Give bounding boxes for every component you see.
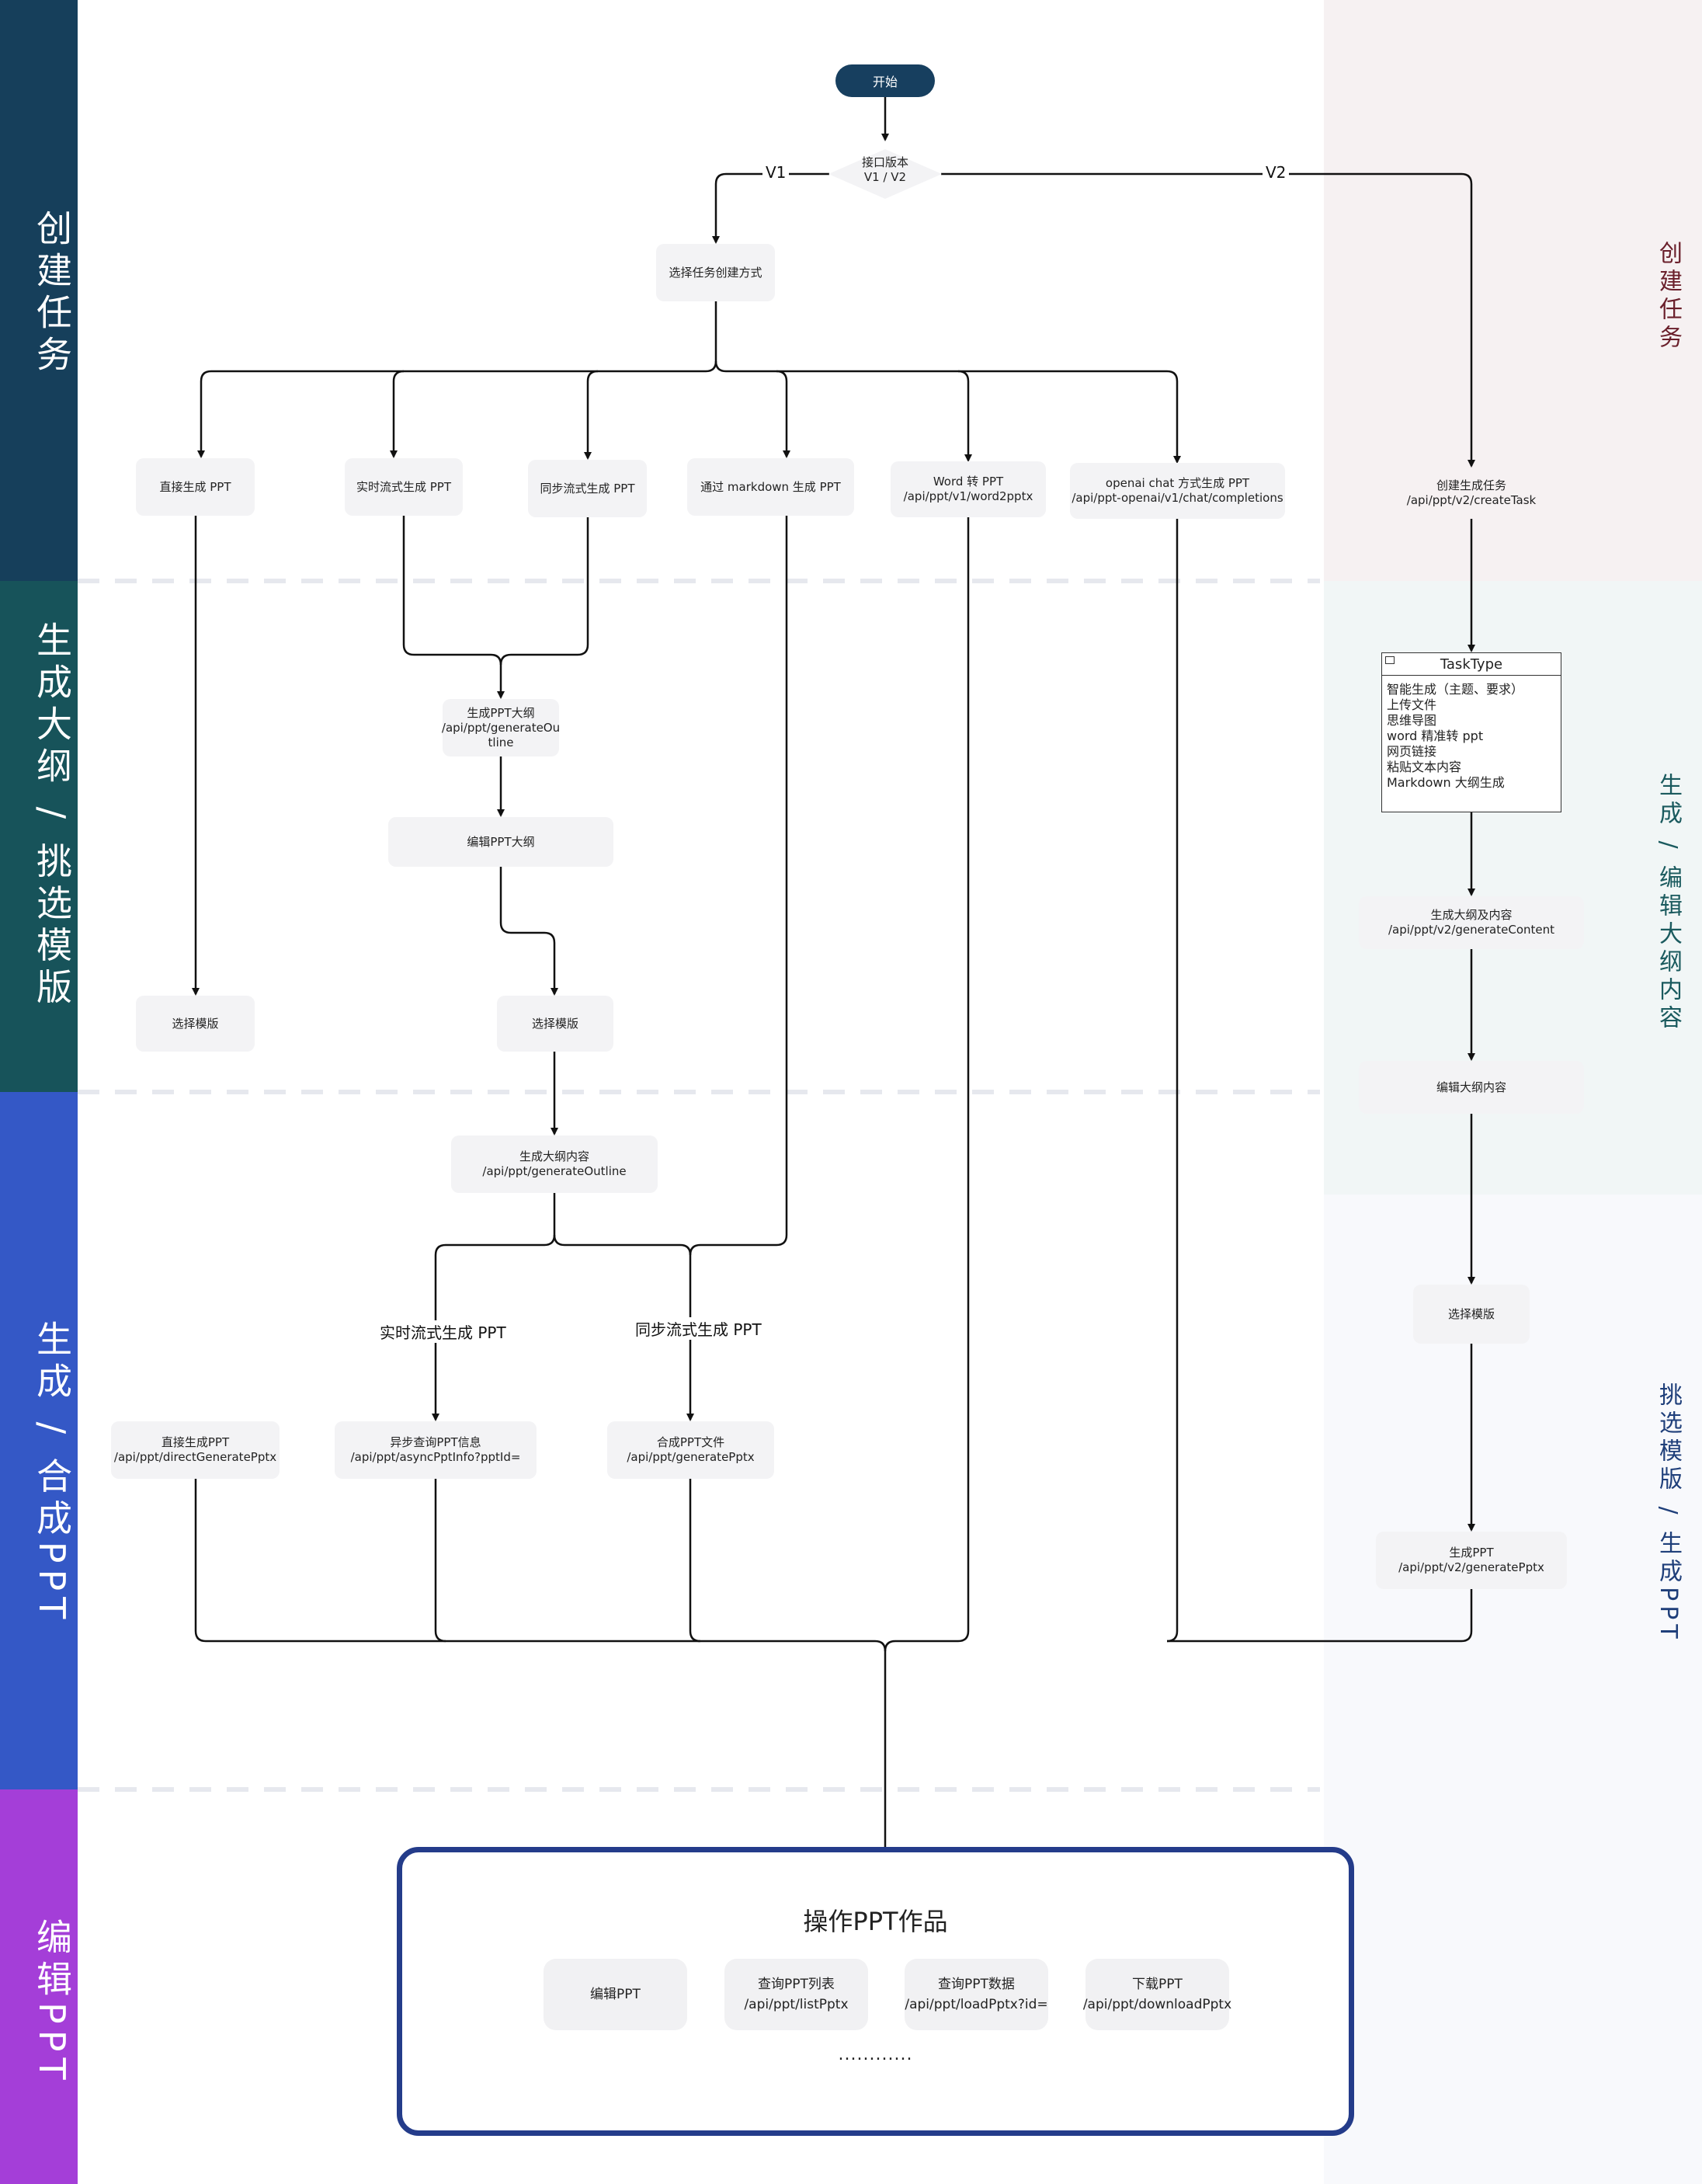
create-task-node: 创建生成任务 /api/ppt/v2/createTask [1398,468,1545,519]
edit-content-node: 编辑大纲内容 [1359,1061,1584,1114]
choose-method-label: 选择任务创建方式 [669,265,762,280]
realtime-node: 实时流式生成 PPT [345,458,463,516]
tasktype-item: word 精准转 ppt [1387,729,1484,743]
template-right-node: 选择模版 [1413,1285,1530,1344]
tasktype-item: 上传文件 [1387,697,1437,712]
edge-label-v1: V1 [762,163,790,182]
template-mid-label: 选择模版 [531,1016,578,1031]
generate-ppt-v2-line1: 生成PPT [1449,1546,1494,1560]
edit-content-label: 编辑大纲内容 [1436,1080,1506,1094]
choose-method-node: 选择任务创建方式 [656,244,775,301]
right-section-template [1324,1195,1702,2184]
edit-ppt-button[interactable]: 编辑PPT [544,1959,687,2030]
lane-label-generate-ppt: 生成 / 合成PPT [31,1320,73,1626]
lane-create-task [0,0,78,581]
generate-ppt-v2-line2: /api/ppt/v2/generatePptx [1398,1560,1544,1574]
create-task-line2: /api/ppt/v2/createTask [1406,493,1537,507]
tasktype-item: 网页链接 [1387,744,1437,759]
template-right-label: 选择模版 [1447,1306,1495,1321]
markdown-node: 通过 markdown 生成 PPT [687,458,854,516]
tasktype-item: 思维导图 [1387,713,1437,728]
async-query-line1: 异步查询PPT信息 [390,1435,481,1449]
markdown-label: 通过 markdown 生成 PPT [700,479,841,494]
outline-content-node: 生成大纲内容 /api/ppt/generateOutline [451,1135,658,1193]
async-query-node: 异步查询PPT信息 /api/ppt/asyncPptInfo?pptId= [335,1421,537,1479]
download-ppt-button[interactable]: 下载PPT /api/ppt/downloadPptx [1082,1959,1232,2030]
ops-container: 操作PPT作品 编辑PPT 查询PPT列表 /api/ppt/listPptx … [397,1847,1354,2136]
edit-outline-node: 编辑PPT大纲 [388,817,613,867]
list-ppt-line1: 查询PPT列表 [758,1977,835,1992]
right-label-outline: 生成 / 编辑大纲内容 [1655,773,1682,1034]
generate-outline-line3: tline [488,735,514,749]
lane-label-outline-template: 生成大纲 / 挑选模版 [31,621,73,1010]
word-line2: /api/ppt/v1/word2pptx [903,489,1033,503]
direct-generate-node: 直接生成PPT /api/ppt/directGeneratePptx [111,1421,280,1479]
tasktype-item: 粘贴文本内容 [1387,760,1462,774]
decision-diamond [828,149,942,199]
generate-outline-line2: /api/ppt/generateOu [441,720,561,735]
generate-ppt-v2-node: 生成PPT /api/ppt/v2/generatePptx [1376,1532,1567,1589]
tasktype-header: – TaskType [1382,653,1561,676]
edit-ppt-label: 编辑PPT [590,1987,641,2002]
direct-generate-line1: 直接生成PPT [161,1435,230,1449]
compose-line2: /api/ppt/generatePptx [627,1450,755,1464]
sync-label: 同步流式生成 PPT [540,481,635,496]
load-ppt-line2: /api/ppt/loadPptx?id= [905,1997,1048,2012]
load-ppt-line1: 查询PPT数据 [938,1977,1015,1992]
template-left-label: 选择模版 [172,1016,219,1031]
openai-line2: /api/ppt-openai/v1/chat/completions [1072,491,1283,505]
generate-content-v2-node: 生成大纲及内容 /api/ppt/v2/generateContent [1359,896,1584,949]
word-node: Word 转 PPT /api/ppt/v1/word2pptx [891,461,1046,517]
lane-edit-ppt [0,1789,78,2184]
compose-node: 合成PPT文件 /api/ppt/generatePptx [607,1421,774,1479]
lane-outline-template [0,581,78,1092]
generate-outline-node: 生成PPT大纲 /api/ppt/generateOu tline [441,699,561,756]
tasktype-box: – TaskType 智能生成（主题、要求） 上传文件 思维导图 word 精准… [1381,652,1561,812]
tasktype-item: Markdown 大纲生成 [1387,775,1505,790]
sync-node: 同步流式生成 PPT [528,460,647,517]
generate-content-v2-line1: 生成大纲及内容 [1430,908,1513,922]
decision-line1: 接口版本 [861,155,908,169]
decision-line2: V1 / V2 [863,170,907,184]
async-query-line2: /api/ppt/asyncPptInfo?pptId= [350,1450,521,1464]
openai-node: openai chat 方式生成 PPT /api/ppt-openai/v1/… [1070,463,1285,519]
right-label-create-task: 创建任务 [1655,241,1682,353]
compose-line1: 合成PPT文件 [656,1435,725,1449]
create-task-line1: 创建生成任务 [1436,478,1506,492]
lane-label-create-task: 创建任务 [31,210,73,377]
template-left-node: 选择模版 [136,996,255,1052]
download-ppt-line2: /api/ppt/downloadPptx [1082,1997,1232,2012]
word-line1: Word 转 PPT [933,475,1004,489]
outline-content-line2: /api/ppt/generateOutline [482,1164,627,1178]
realtime-label: 实时流式生成 PPT [356,479,452,494]
load-ppt-button[interactable]: 查询PPT数据 /api/ppt/loadPptx?id= [905,1959,1048,2030]
template-mid-node: 选择模版 [497,996,613,1052]
ops-title: 操作PPT作品 [803,1907,948,1936]
list-ppt-button[interactable]: 查询PPT列表 /api/ppt/listPptx [724,1959,868,2030]
openai-line1: openai chat 方式生成 PPT [1105,476,1250,490]
right-label-template: 挑选模版 / 生成PPT [1655,1382,1682,1643]
lane-label-edit-ppt: 编辑PPT [31,1918,73,2086]
decision-node: 接口版本 V1 / V2 [828,155,943,185]
outline-content-line1: 生成大纲内容 [519,1149,589,1163]
collapse-icon: – [1385,656,1395,664]
edge-label-realtime: 实时流式生成 PPT [377,1320,509,1343]
download-ppt-line1: 下载PPT [1132,1977,1183,1992]
direct-node: 直接生成 PPT [136,458,255,516]
direct-generate-line2: /api/ppt/directGeneratePptx [113,1450,277,1464]
tasktype-title: TaskType [1440,656,1503,673]
generate-content-v2-line2: /api/ppt/v2/generateContent [1388,923,1555,937]
ops-more: ............ [838,2045,913,2064]
list-ppt-line2: /api/ppt/listPptx [744,1997,849,2012]
generate-outline-line1: 生成PPT大纲 [467,705,535,720]
edge-label-sync: 同步流式生成 PPT [632,1317,765,1340]
direct-label: 直接生成 PPT [159,479,231,494]
edit-outline-label: 编辑PPT大纲 [467,834,535,849]
tasktype-list: 智能生成（主题、要求） 上传文件 思维导图 word 精准转 ppt 网页链接 … [1387,682,1561,791]
start-node: 开始 [835,64,935,97]
edge-label-v2: V2 [1263,163,1290,182]
lane-generate-ppt [0,1092,78,1789]
tasktype-item: 智能生成（主题、要求） [1387,682,1524,697]
